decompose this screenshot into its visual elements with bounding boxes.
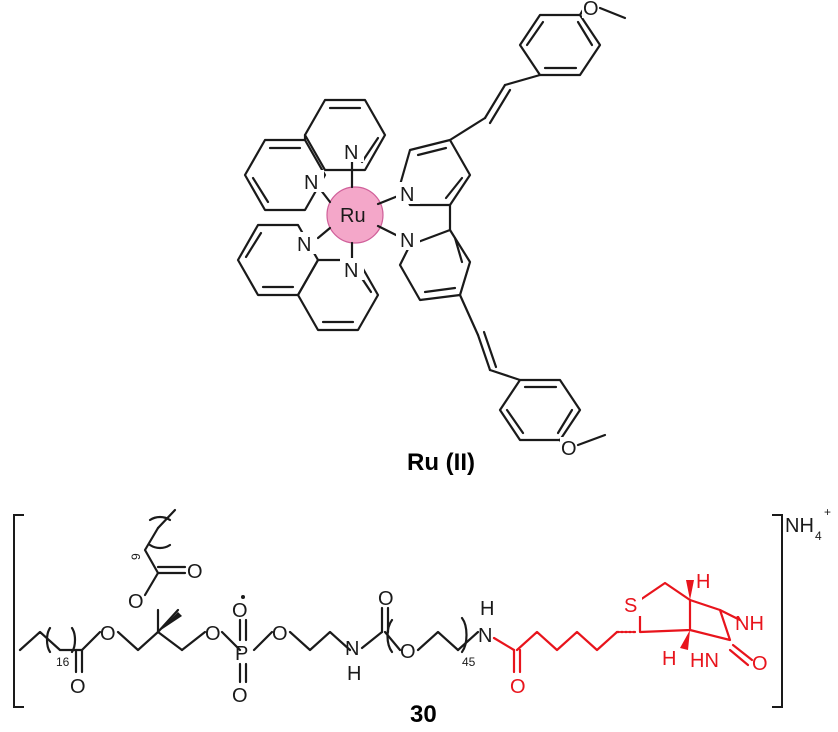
biotin-h-lower: H [662, 648, 676, 670]
n-atom-3: N [297, 234, 311, 256]
c16-chain [18, 630, 102, 652]
n-atom-2: N [344, 142, 358, 164]
coordination-bonds [316, 160, 400, 264]
amide-h: H [480, 598, 494, 620]
phosphate-o-2: O [232, 685, 248, 707]
phosphate-o-3: O [272, 623, 288, 645]
ru-center-circle [326, 186, 384, 244]
ester-o-carbonyl-2: O [187, 561, 203, 583]
compound-30: NH 4 + 16 O O O O 9 O P O [13, 505, 831, 728]
bipyridine-lower: N N [236, 223, 380, 332]
biotin-moiety: O S NH HN O H H [492, 571, 768, 698]
n-atom-1: N [304, 172, 318, 194]
right-bracket [772, 514, 783, 708]
left-bracket [13, 514, 24, 708]
wedge-bond [158, 612, 182, 632]
biotin-hn: HN [690, 650, 719, 672]
carbamate-n: N [345, 638, 359, 660]
biotin-amide-o: O [510, 676, 526, 698]
phosphorus: P [235, 643, 248, 665]
bipyridine-upper: N N [243, 98, 387, 212]
biotin-h-upper: H [696, 571, 710, 593]
n-atom-5: N [400, 184, 414, 206]
ester-o-carbonyl-1: O [70, 676, 86, 698]
compound-30-label: 30 [410, 701, 437, 728]
phosphate-o-1: O [205, 623, 221, 645]
repeat-45: 45 [462, 655, 476, 669]
carbamate-h: H [347, 663, 361, 685]
ru-complex: Ru N N [236, 0, 627, 476]
biotin-nh: NH [735, 613, 764, 635]
ester-o-2: O [128, 591, 144, 613]
counter-ion: NH [785, 515, 814, 537]
peg-o: O [400, 641, 416, 663]
bipyridine-styryl: N N O O [396, 0, 627, 460]
ru-atom-label: Ru [340, 205, 366, 227]
methoxy-o-upper: O [583, 0, 599, 20]
ru-complex-label: Ru (II) [407, 449, 475, 476]
phosphate-o-radical: O [232, 600, 248, 622]
counter-ion-sub: 4 [815, 529, 822, 543]
n-atom-4: N [344, 260, 358, 282]
counter-ion-sup: + [824, 505, 831, 519]
biotin-wedge-2 [680, 630, 690, 650]
repeat-16: 16 [56, 655, 70, 669]
biotin-wedge-1 [686, 580, 694, 600]
n-atom-6: N [400, 230, 414, 252]
repeat-9: 9 [129, 553, 143, 560]
carbamate-o-carbonyl: O [378, 588, 394, 610]
methoxy-o-lower: O [561, 438, 577, 460]
biotin-urea-o: O [752, 653, 768, 675]
amide-n: N [478, 625, 492, 647]
ester-o-1: O [100, 623, 116, 645]
biotin-s: S [624, 595, 637, 617]
